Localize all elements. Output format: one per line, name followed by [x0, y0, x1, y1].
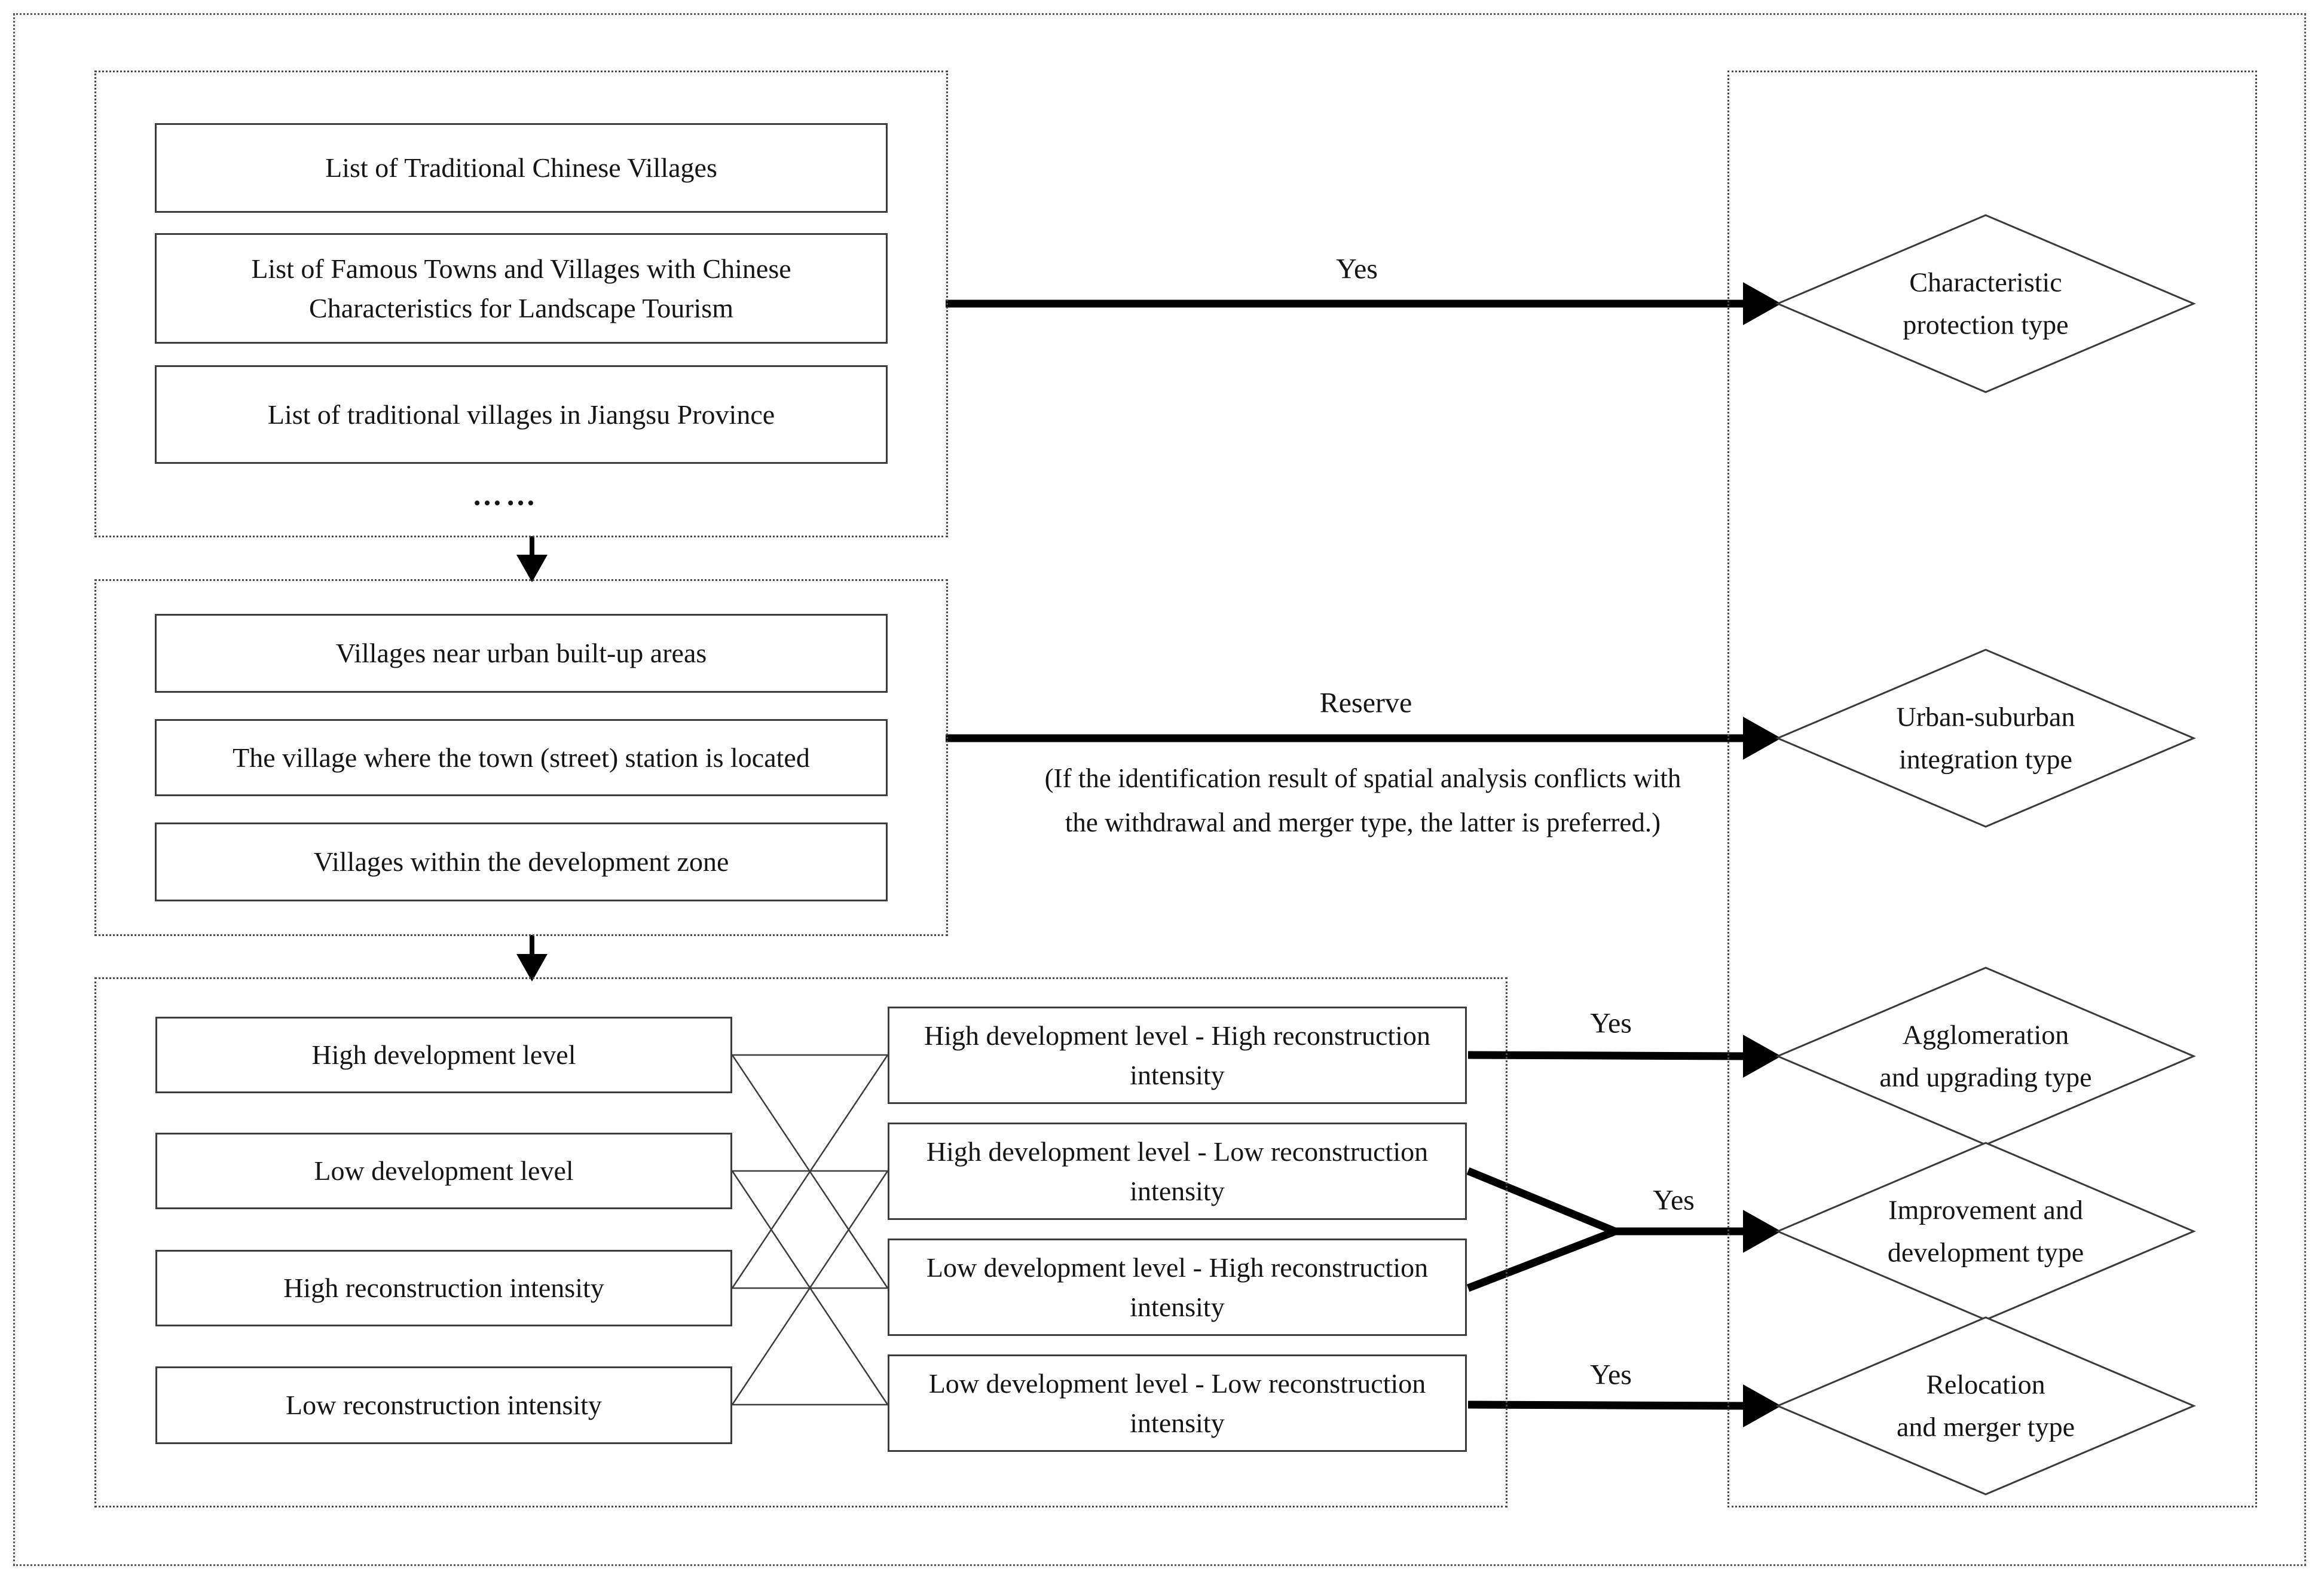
box-town-station-village: The village where the town (street) stat… — [155, 719, 888, 796]
box-label: Low development level — [314, 1155, 574, 1186]
box-famous-towns-villages: List of Famous Towns and Villages with C… — [155, 233, 888, 344]
more-lists-ellipsis: …… — [472, 478, 539, 512]
box-label: High development level — [311, 1039, 576, 1071]
yes-arrow-agglomeration — [1467, 1035, 1781, 1078]
box-low-development: Low development level — [155, 1133, 732, 1209]
down-arrow-2 — [516, 935, 548, 981]
box-villages-near-urban: Villages near urban built-up areas — [155, 614, 888, 693]
diamond-line: Characteristic — [1909, 267, 2062, 298]
box-label: Low development level - High reconstruct… — [926, 1252, 1429, 1322]
reserve-arrow — [946, 717, 1781, 760]
box-label: High reconstruction intensity — [283, 1273, 604, 1304]
spatial-rules-panel — [94, 579, 948, 936]
diamond-urban-suburban — [1775, 649, 2196, 828]
diamond-line: Urban-suburban — [1896, 701, 2075, 732]
diamond-line: development type — [1887, 1237, 2084, 1268]
box-label: The village where the town (street) stat… — [233, 742, 810, 773]
yes-label-relocation: Yes — [1590, 1359, 1632, 1391]
diamond-label-agglomeration: Agglomeration and upgrading type — [1794, 1014, 2177, 1099]
box-combo-high-high: High development level - High reconstruc… — [888, 1007, 1467, 1104]
diamond-label-improvement: Improvement and development type — [1794, 1189, 2177, 1274]
diamond-relocation — [1775, 1316, 2196, 1496]
diamond-improvement — [1775, 1142, 2196, 1321]
box-combo-high-low: High development level - Low reconstruct… — [888, 1123, 1467, 1220]
box-label: Villages near urban built-up areas — [335, 638, 707, 669]
diamond-label-characteristic-protection: Characteristic protection type — [1794, 261, 2177, 347]
box-label: High development level - Low reconstruct… — [926, 1136, 1429, 1206]
diamond-line: and upgrading type — [1879, 1062, 2092, 1093]
yes-label-improvement: Yes — [1653, 1184, 1695, 1216]
diamond-line: protection type — [1903, 310, 2069, 340]
source-lists-panel — [94, 71, 948, 537]
outer-dotted-frame — [13, 13, 2306, 1566]
yes-label-agglomeration: Yes — [1590, 1007, 1632, 1039]
yes-label-top: Yes — [1336, 253, 1378, 285]
diamond-line: integration type — [1899, 744, 2072, 775]
box-label: Villages within the development zone — [313, 846, 729, 877]
box-jiangsu-traditional-villages: List of traditional villages in Jiangsu … — [155, 365, 888, 464]
box-traditional-chinese-villages: List of Traditional Chinese Villages — [155, 123, 888, 213]
box-high-development: High development level — [155, 1017, 732, 1093]
classification-results-panel — [1727, 71, 2257, 1507]
diamond-line: Improvement and — [1888, 1194, 2083, 1225]
box-label: Low development level - Low reconstructi… — [928, 1368, 1426, 1438]
box-label: High development level - High reconstruc… — [924, 1020, 1430, 1090]
yes-arrow-improvement — [1466, 1167, 1781, 1292]
yes-arrow-relocation — [1467, 1384, 1781, 1427]
diamond-line: and merger type — [1896, 1412, 2075, 1442]
diamond-label-relocation: Relocation and merger type — [1794, 1363, 2177, 1449]
reserve-note-line1: (If the identification result of spatial… — [1044, 763, 1681, 793]
reserve-note-line2: the withdrawal and merger type, the latt… — [1065, 808, 1661, 837]
box-high-reconstruction: High reconstruction intensity — [155, 1250, 732, 1326]
diamond-label-urban-suburban: Urban-suburban integration type — [1794, 696, 2177, 781]
box-label: List of traditional villages in Jiangsu … — [267, 399, 775, 430]
diamond-characteristic-protection — [1775, 214, 2196, 393]
development-matrix-panel — [94, 977, 1507, 1507]
matrix-cross-connectors — [731, 1054, 889, 1406]
diamond-line: Agglomeration — [1902, 1019, 2069, 1050]
reserve-label: Reserve — [1319, 687, 1412, 719]
yes-arrow-top — [946, 282, 1781, 325]
diamond-agglomeration — [1775, 967, 2196, 1146]
box-label: List of Famous Towns and Villages with C… — [251, 253, 791, 323]
box-low-reconstruction: Low reconstruction intensity — [155, 1366, 732, 1444]
box-label: List of Traditional Chinese Villages — [325, 152, 717, 184]
box-development-zone-villages: Villages within the development zone — [155, 822, 888, 901]
down-arrow-1 — [516, 536, 548, 582]
box-combo-low-high: Low development level - High reconstruct… — [888, 1238, 1467, 1336]
box-label: Low reconstruction intensity — [286, 1390, 602, 1421]
box-combo-low-low: Low development level - Low reconstructi… — [888, 1354, 1467, 1452]
diamond-line: Relocation — [1926, 1369, 2045, 1400]
